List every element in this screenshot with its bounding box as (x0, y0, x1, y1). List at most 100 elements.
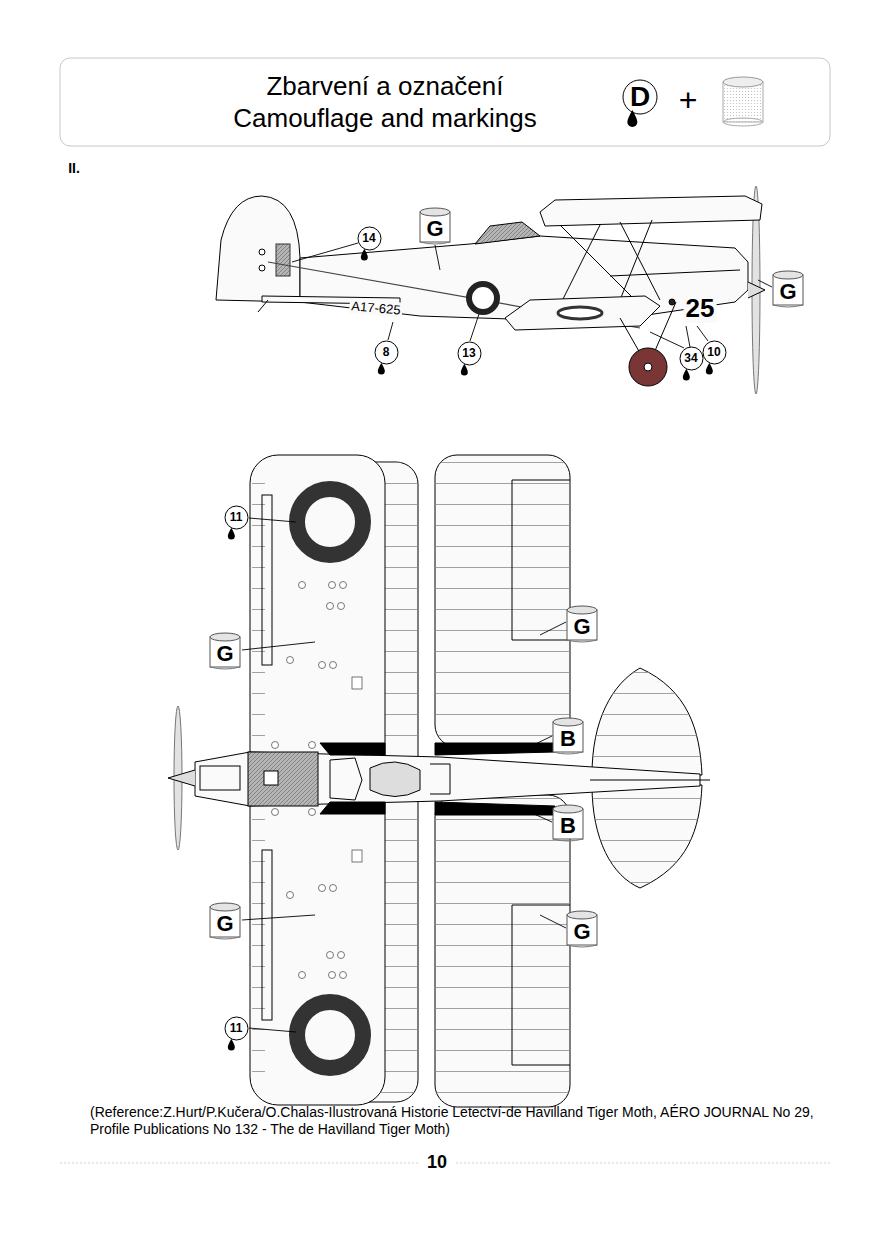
top-view-part (435, 795, 570, 1107)
header-frame (60, 58, 830, 146)
paint-drop (227, 527, 234, 539)
callout-number: 8 (373, 339, 400, 382)
side-view (216, 186, 765, 394)
inspection-panels-part (330, 662, 337, 669)
can-body (567, 915, 597, 945)
inspection-panels-part (287, 657, 294, 664)
lower-wing (505, 296, 660, 330)
node-text: 10 (703, 341, 726, 364)
wing-roundel (558, 307, 602, 319)
paint-drop (227, 1038, 234, 1050)
inspection-panels-part (327, 603, 334, 610)
cockpit (330, 758, 362, 800)
leader-lines-part (650, 332, 684, 348)
serial-marking: A17-625 (349, 298, 403, 318)
aileron (262, 495, 272, 665)
inspection-panels-part (272, 809, 279, 816)
inspection-panels-part (340, 582, 347, 589)
roundel (297, 1002, 363, 1068)
walkway-band (320, 743, 385, 755)
callout-number: 14 (356, 225, 383, 268)
can-body (210, 907, 240, 937)
inspection-panels-part (329, 972, 336, 979)
inspection-panels-part (338, 603, 345, 610)
callout-circle (458, 342, 481, 365)
top-view (168, 455, 710, 1107)
tailplane (592, 668, 702, 775)
node-text: G (566, 919, 598, 945)
inspection-panels-part (327, 952, 334, 959)
top-view-part (592, 668, 702, 775)
aileron (512, 480, 570, 640)
leader-lines-part (435, 245, 440, 270)
can-body (553, 809, 583, 839)
leader-lines (242, 518, 566, 1032)
paint-can: B (552, 716, 584, 754)
node-text: 11 (225, 1017, 248, 1040)
callout-number: 13 (456, 340, 483, 383)
paint-drop (377, 362, 384, 374)
can-base (420, 242, 450, 244)
top-view-part (592, 785, 702, 888)
aileron (512, 905, 570, 1065)
inspection-panels-part (319, 662, 326, 669)
leader-lines-part (686, 326, 690, 347)
cowling (200, 766, 240, 790)
paint-can: G (566, 909, 598, 947)
walkway-band (435, 743, 555, 755)
wheel (629, 348, 667, 386)
node-text: 13 (458, 342, 481, 365)
node-text: 14 (358, 227, 381, 250)
right-wing-lower-panel (435, 795, 570, 1107)
colour-callout: D (621, 78, 659, 132)
can-base (210, 937, 240, 939)
can-body (773, 275, 803, 305)
inspection-panels-part (299, 582, 306, 589)
can-lid (420, 208, 450, 216)
paint-drop (627, 110, 637, 127)
leader-lines-part (540, 915, 566, 928)
inspection-panels-part (272, 742, 279, 749)
callout-circle (623, 80, 657, 114)
callout-circle (680, 347, 703, 370)
walkway-band (320, 802, 385, 814)
can-lid (553, 805, 583, 813)
inspection-panels-part (319, 885, 326, 892)
rudder (216, 196, 300, 302)
paint-can-icon (723, 77, 763, 126)
inspection-panels-part (299, 972, 306, 979)
paint-can-icon-part (723, 82, 763, 122)
paint-drop (682, 368, 689, 380)
page-number: 10 (419, 1152, 455, 1173)
can-base (210, 667, 240, 669)
right-wing-upper-panel (435, 455, 570, 747)
paint-can: G (209, 901, 241, 939)
rigging-line (268, 262, 640, 328)
plus-sign: + (679, 82, 698, 119)
paint-drop (360, 248, 367, 260)
leader-lines-part (540, 622, 566, 635)
paint-drop (460, 363, 467, 375)
inspection-panels-part (309, 742, 316, 749)
paint-can: G (772, 269, 804, 307)
node-text: B (552, 726, 584, 752)
top-view-part (435, 455, 570, 747)
can-lid (567, 606, 597, 614)
aileron (262, 850, 272, 1020)
callout-number: 10 (701, 339, 728, 382)
paint-can: G (419, 206, 451, 244)
can-base (773, 305, 803, 307)
leader-lines-part (388, 322, 393, 340)
hub (644, 363, 652, 371)
inspection-panels-part (352, 677, 362, 689)
node-text: G (419, 216, 451, 242)
node-text: G (209, 641, 241, 667)
tailskid (258, 300, 268, 312)
page-title: Zbarvení a označení Camouflage and marki… (210, 70, 560, 134)
can-base (553, 839, 583, 841)
struts (560, 220, 660, 305)
reference-caption: (Reference:Z.Hurt/P.Kučera/O.Chalas-Ilus… (90, 1104, 840, 1138)
node-text: D (623, 80, 657, 114)
